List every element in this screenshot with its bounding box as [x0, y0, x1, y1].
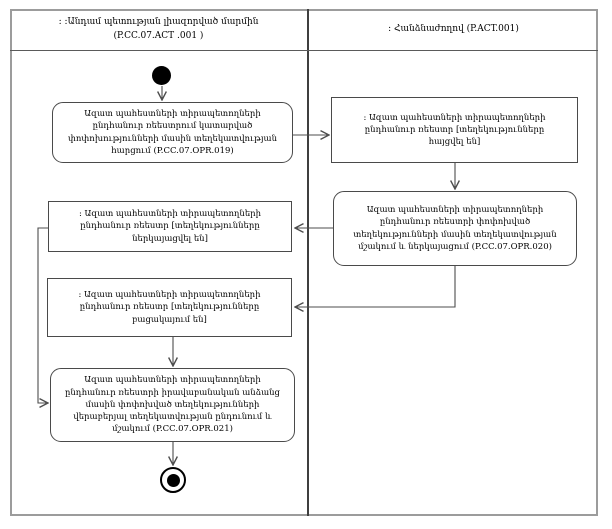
- activity-node-receive-and-process: Ազատ պահեստների տիրապետողների ընդհանուր …: [50, 368, 295, 442]
- lane-title: : Հանձնաժողով (P.ACT.001): [388, 23, 519, 34]
- final-node: [160, 467, 186, 493]
- lane-header-authorized-body: : :Անդամ պետության լիազորված մարմին (P.C…: [10, 9, 307, 50]
- header-separator: [10, 50, 598, 51]
- object-node-registry-missing: : Ազատ պահեստների տիրապետողների ընդհանու…: [47, 278, 292, 337]
- final-node-dot: [166, 473, 180, 487]
- lane-divider: [307, 9, 309, 516]
- lane-header-commission: : Հանձնաժողով (P.ACT.001): [309, 9, 598, 50]
- object-node-registry-requested: : Ազատ պահեստների տիրապետողների ընդհանու…: [331, 97, 578, 163]
- activity-node-information-query: Ազատ պահեստների տիրապետողների ընդհանուր …: [52, 102, 293, 163]
- initial-node: [152, 66, 171, 85]
- object-node-registry-submitted: : Ազատ պահեստների տիրապետողների ընդհանու…: [48, 201, 292, 252]
- lane-title: : :Անդամ պետության լիազորված մարմին: [58, 17, 259, 27]
- lane-subtitle: (P.CC.07.ACT .001 ): [113, 30, 204, 41]
- activity-node-process-and-submit: Ազատ պահեստների տիրապետողների ընդհանուր …: [333, 191, 577, 266]
